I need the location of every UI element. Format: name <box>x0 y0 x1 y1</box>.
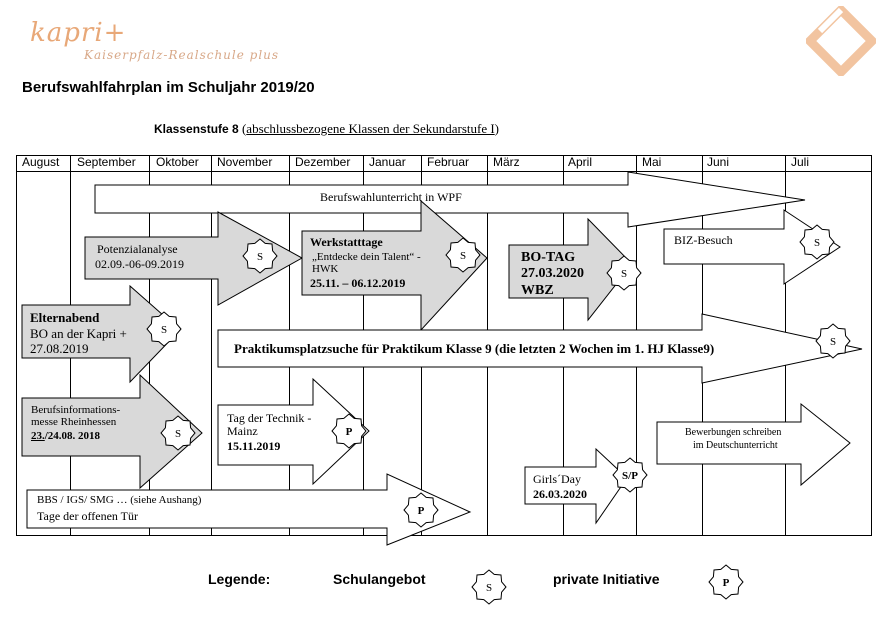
label-potenzial-date: 02.09.-06-09.2019 <box>95 257 184 271</box>
label-bbs-line2: Tage der offenen Tür <box>37 509 139 523</box>
badge-bo-tag-letter: S <box>621 268 627 280</box>
badge-berufsinformationsmesse-letter: S <box>175 428 181 440</box>
subtitle-close: ) <box>494 121 500 136</box>
label-eltern-date: 27.08.2019 <box>30 341 89 356</box>
badge-praktikum-letter: S <box>830 336 836 348</box>
label-biz-besuch: BIZ-Besuch <box>674 233 733 247</box>
label-berufswahlunterricht: Berufswahlunterricht in WPF <box>320 190 462 204</box>
month-december: Dezember <box>295 155 351 169</box>
school-logo-subtitle: Kaiserpfalz-Realschule plus <box>84 48 280 62</box>
arrow-berufsinformationsmesse <box>21 373 203 490</box>
arrow-berufswahlunterricht <box>94 171 806 228</box>
arrow-bewerbungen <box>656 402 851 487</box>
badge-biz-besuch: S <box>799 224 835 260</box>
label-botag-title: BO-TAG <box>521 250 576 265</box>
month-april: April <box>568 155 593 169</box>
badge-biz-besuch-letter: S <box>814 237 820 249</box>
label-messe-date-rest: /24.08. 2018 <box>44 430 101 442</box>
label-technik-line1: Tag der Technik - <box>227 411 312 425</box>
month-october: Oktober <box>156 155 199 169</box>
arrow-werkstatttage <box>301 199 488 332</box>
badge-girls-day: S/P <box>612 457 648 493</box>
badge-tag-der-technik: P <box>331 413 367 449</box>
legend-badge-school: S <box>471 569 507 605</box>
legend-label: Legende: <box>208 571 271 587</box>
month-september: September <box>77 155 136 169</box>
arrow-bo-tag <box>508 217 633 322</box>
subtitle-grade: Klassenstufe 8 <box>154 122 239 136</box>
badge-girls-day-letter: S/P <box>622 470 638 482</box>
page-title: Berufswahlfahrplan im Schuljahr 2019/20 <box>22 79 315 96</box>
badge-praktikum: S <box>815 323 851 359</box>
arrow-biz-besuch <box>663 209 841 285</box>
legend-badge-private: P <box>708 564 744 600</box>
label-botag-date: 27.03.2020 <box>521 266 584 281</box>
label-potenzial-title: Potenzialanalyse <box>97 242 178 256</box>
badge-elternabend-letter: S <box>161 324 167 336</box>
badge-elternabend: S <box>146 311 182 347</box>
label-eltern-title: Elternabend <box>30 310 100 325</box>
label-werkstatt-title: Werkstatttage <box>310 235 383 249</box>
badge-werkstatttage-letter: S <box>460 250 466 262</box>
label-messe-line1: Berufsinformations- <box>31 404 121 416</box>
legend-badge-private-letter: P <box>723 577 730 589</box>
month-january: Januar <box>369 155 406 169</box>
badge-potenzialanalyse: S <box>242 238 278 274</box>
label-bbs-line1: BBS / IGS/ SMG … (siehe Aushang) <box>37 494 202 506</box>
badge-potenzialanalyse-letter: S <box>257 251 263 263</box>
arrow-tage-der-offenen-tuer <box>26 473 472 546</box>
label-messe-date-underlined: 23. <box>31 430 45 442</box>
school-logo-wordmark: kapri+ <box>30 18 127 48</box>
label-girls-title: Girls´Day <box>533 472 581 486</box>
month-november: November <box>217 155 273 169</box>
month-march: März <box>493 155 520 169</box>
label-botag-place: WBZ <box>521 283 554 298</box>
label-eltern-line2: BO an der Kapri + <box>30 326 127 341</box>
legend-private-label: private Initiative <box>553 571 660 587</box>
legend-school-label: Schulangebot <box>333 571 426 587</box>
badge-tag-der-technik-letter: P <box>346 426 353 438</box>
month-february: Februar <box>427 155 470 169</box>
subtitle-open: ( <box>238 121 247 136</box>
month-june: Juni <box>707 155 730 169</box>
label-girls-date: 26.03.2020 <box>533 487 587 501</box>
month-august: August <box>22 155 60 169</box>
label-messe-line2: messe Rheinhessen <box>31 416 117 428</box>
label-bewerbung-line2: im Deutschunterricht <box>693 440 778 451</box>
badge-tage-der-offenen-tuer: P <box>403 492 439 528</box>
arrow-girls-day <box>524 447 628 525</box>
arrow-potenzialanalyse <box>84 211 304 306</box>
label-werkstatt-line2: „Entdecke dein Talent“ - <box>312 251 421 263</box>
subtitle-classes: abschlussbezogene Klassen der Sekundarst… <box>246 121 495 136</box>
label-messe-date: 23./24.08. 2018 <box>31 430 100 442</box>
label-bewerbung-line1: Bewerbungen schreiben <box>685 427 782 438</box>
label-technik-line2: Mainz <box>227 424 258 438</box>
month-july: Juli <box>791 155 810 169</box>
label-technik-date: 15.11.2019 <box>227 439 281 453</box>
badge-berufsinformationsmesse: S <box>160 415 196 451</box>
label-werkstatt-line3: HWK <box>312 263 339 275</box>
badge-bo-tag: S <box>606 255 642 291</box>
logo-diamond-icon <box>806 6 876 76</box>
badge-werkstatttage: S <box>445 237 481 273</box>
label-werkstatt-date: 25.11. – 06.12.2019 <box>310 276 406 290</box>
arrow-tag-der-technik <box>217 377 370 486</box>
badge-tage-der-offenen-tuer-letter: P <box>418 505 425 517</box>
arrow-praktikumsplatzsuche <box>217 313 863 384</box>
month-may: Mai <box>642 155 662 169</box>
page-subtitle: Klassenstufe 8 (abschlussbezogene Klasse… <box>154 121 499 137</box>
legend-badge-school-letter: S <box>486 582 492 594</box>
arrow-elternabend <box>21 284 181 384</box>
logo-diamond-gap <box>817 7 844 34</box>
label-praktikum: Praktikumsplatzsuche für Praktikum Klass… <box>234 341 715 356</box>
grid-frame <box>16 155 872 536</box>
